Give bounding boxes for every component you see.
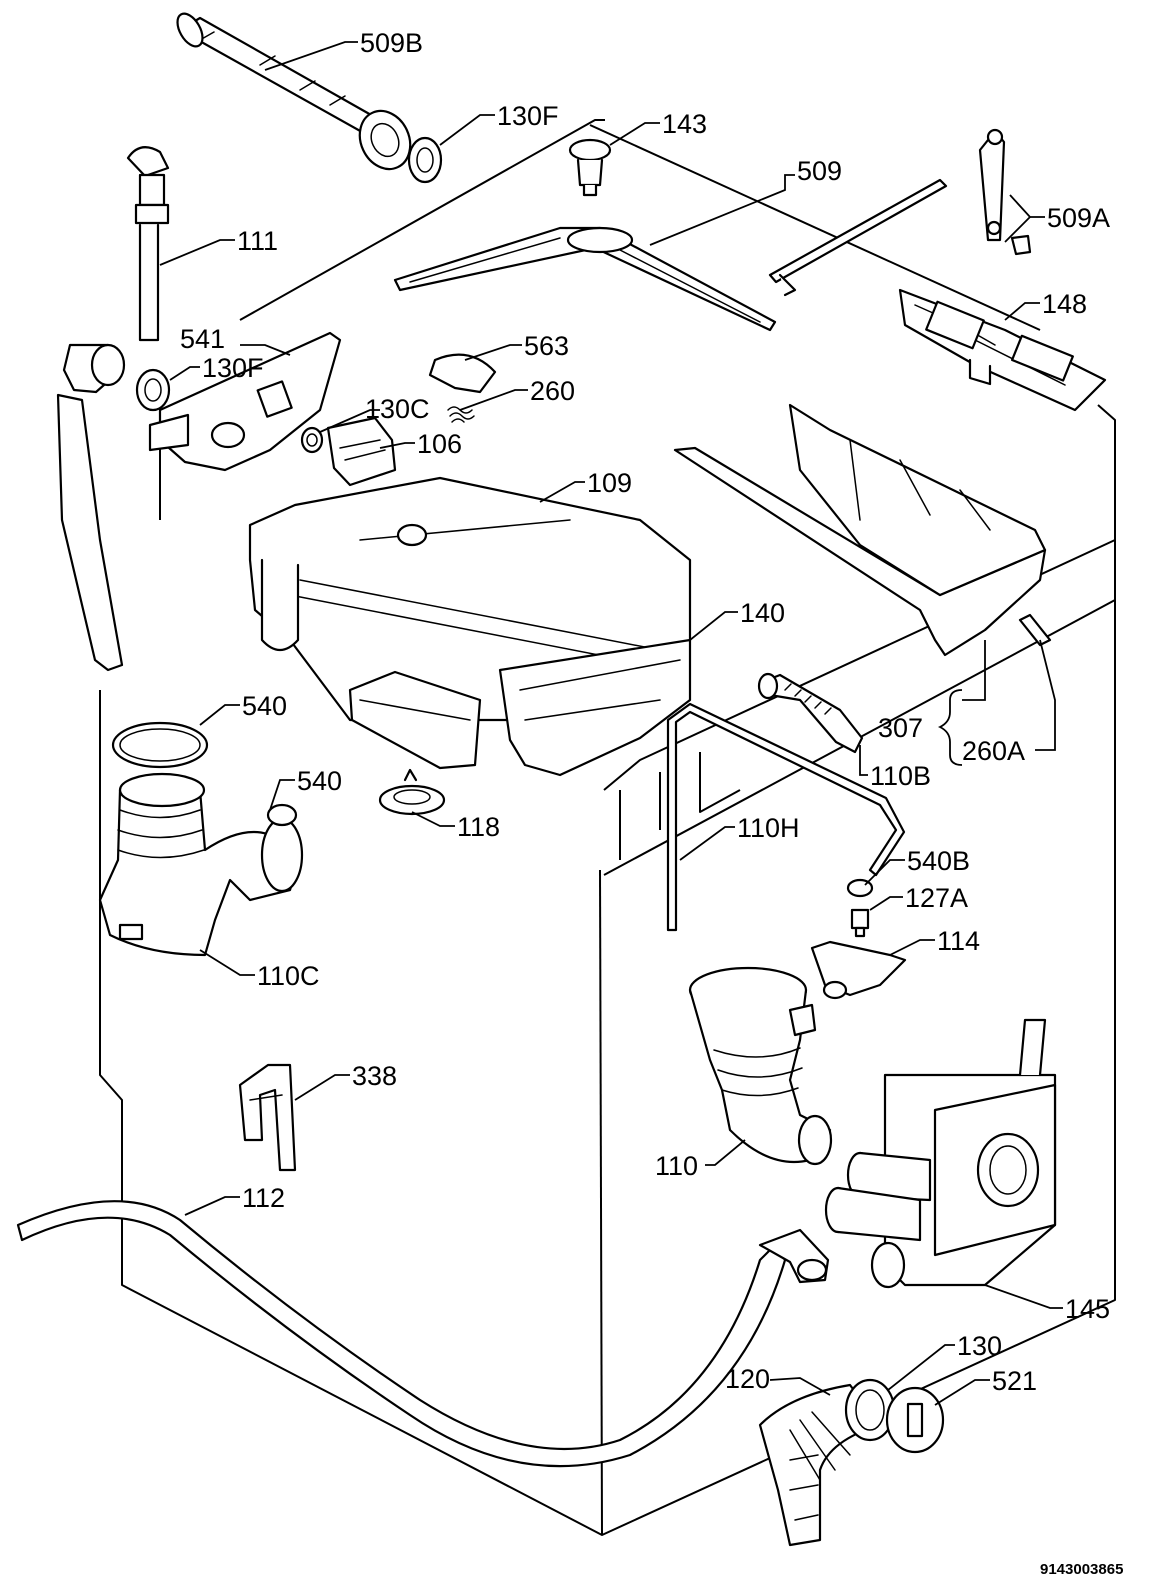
label-260: 260: [530, 376, 575, 406]
seal-130f-mid: [135, 368, 171, 412]
label-140: 140: [740, 598, 785, 628]
label-110b: 110B: [870, 761, 931, 791]
label-114: 114: [937, 926, 980, 956]
part-labels: 509B 130F 143 509 509A 111 148 541 130F …: [180, 28, 1123, 1578]
label-111: 111: [237, 226, 278, 256]
label-509b: 509B: [360, 28, 423, 58]
label-540b: 540B: [907, 846, 970, 876]
cover-563: [428, 353, 497, 394]
label-541: 541: [180, 324, 225, 354]
pressure-switch-114: [810, 940, 907, 1000]
handle-148: [898, 288, 1107, 412]
label-118: 118: [457, 812, 500, 842]
nozzle-127a: [850, 908, 870, 938]
spring-130c: [300, 426, 324, 454]
label-106: 106: [417, 429, 462, 459]
label-143: 143: [662, 109, 707, 139]
label-120: 120: [725, 1364, 770, 1394]
label-112: 112: [242, 1183, 285, 1213]
label-148: 148: [1042, 289, 1087, 319]
label-563: 563: [524, 331, 569, 361]
label-307: 307: [878, 713, 923, 743]
label-110h: 110H: [737, 813, 800, 843]
label-540-b: 540: [297, 766, 342, 796]
cabinet-outline: [99, 119, 1116, 1536]
label-127a: 127A: [905, 883, 968, 913]
label-145: 145: [1065, 1294, 1110, 1324]
pipe-110h: [666, 702, 906, 932]
dispenser-tray: [673, 403, 1052, 657]
clip-338: [238, 1063, 297, 1172]
label-110: 110: [655, 1151, 698, 1181]
bracket-541: [148, 331, 342, 472]
label-338: 338: [352, 1061, 397, 1091]
seal-130: [844, 1378, 896, 1442]
hose-111: [56, 146, 170, 672]
valve-106: [326, 416, 397, 487]
drawer-140: [498, 638, 692, 777]
clamp-540-side: [266, 803, 298, 827]
lever-509a: [978, 128, 1032, 256]
hose-110: [688, 966, 833, 1166]
drain-hose-112: [16, 1200, 830, 1468]
cap-521: [885, 1386, 945, 1454]
label-130f-mid: 130F: [202, 353, 264, 383]
inlet-pipe-509b: [176, 12, 412, 171]
label-521: 521: [992, 1366, 1037, 1396]
document-code: 9143003865: [1040, 1561, 1123, 1578]
label-110c: 110C: [257, 961, 320, 991]
pump-145: [824, 1018, 1057, 1289]
selector-118: [378, 768, 446, 816]
label-509a: 509A: [1047, 203, 1110, 233]
label-260a: 260A: [962, 736, 1025, 766]
label-509: 509: [797, 156, 842, 186]
label-130c: 130C: [365, 394, 430, 424]
leader-lines: [159, 41, 1063, 1406]
lever-509: [393, 178, 948, 332]
label-130f-top: 130F: [497, 101, 559, 131]
knob-143: [568, 138, 612, 197]
label-130: 130: [957, 1331, 1002, 1361]
seal-130f-top: [407, 136, 443, 184]
clamp-540-top: [111, 721, 209, 769]
hose-110b: [757, 672, 864, 754]
label-540-a: 540: [242, 691, 287, 721]
label-109: 109: [587, 468, 632, 498]
sump-hose-110c: [98, 772, 304, 957]
